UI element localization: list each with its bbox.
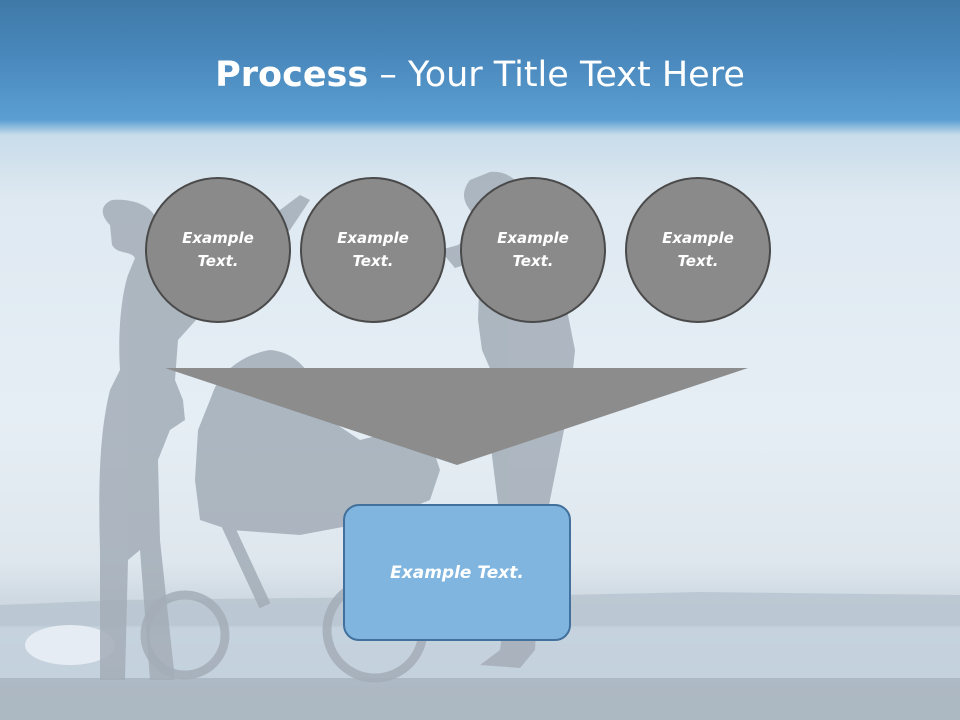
stroller-frame [221, 521, 271, 609]
step-circle-4-label: Example Text. [662, 229, 734, 270]
slide-title-rest: – Your Title Text Here [368, 55, 745, 95]
step-circle-3[interactable]: Example Text. [460, 177, 606, 323]
slide-title-bold: Process [215, 55, 369, 95]
output-box-label: Example Text. [390, 562, 524, 583]
stroller-wheel-front [140, 590, 230, 680]
woman-silhouette [99, 195, 310, 680]
funnel-triangle[interactable] [165, 368, 748, 465]
ground [0, 678, 960, 720]
step-circle-1-label: Example Text. [182, 229, 254, 270]
step-circle-2[interactable]: Example Text. [300, 177, 446, 323]
output-box[interactable]: Example Text. [343, 504, 571, 641]
step-circle-1[interactable]: Example Text. [145, 177, 291, 323]
slide-title: Process – Your Title Text Here [0, 54, 960, 96]
step-circle-2-label: Example Text. [337, 229, 409, 270]
step-circle-3-label: Example Text. [497, 229, 569, 270]
step-circle-4[interactable]: Example Text. [625, 177, 771, 323]
sun-glare [25, 625, 115, 665]
